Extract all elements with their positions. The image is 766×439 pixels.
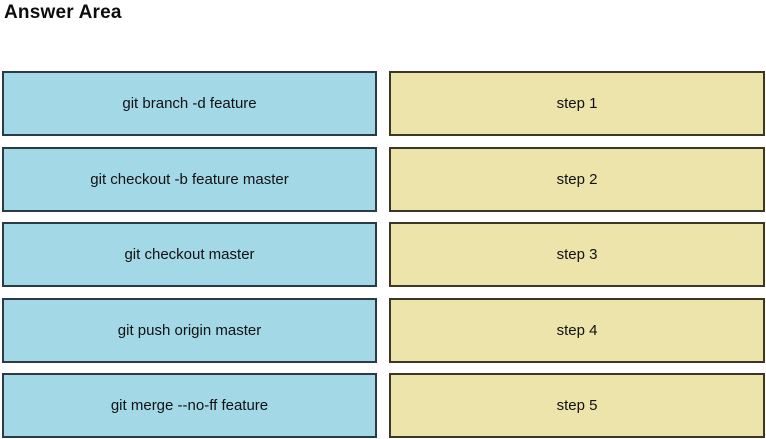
step-target-3[interactable]: step 3 — [389, 222, 765, 287]
row-5: git merge --no-ff feature step 5 — [2, 373, 765, 438]
step-target-5[interactable]: step 5 — [389, 373, 765, 438]
command-label: git branch -d feature — [122, 95, 257, 112]
command-option-git-branch-d-feature[interactable]: git branch -d feature — [2, 71, 377, 136]
command-option-git-push-origin-master[interactable]: git push origin master — [2, 297, 377, 363]
step-label: step 5 — [556, 397, 598, 414]
row-2: git checkout -b feature master step 2 — [2, 146, 765, 212]
command-option-git-merge-no-ff-feature[interactable]: git merge --no-ff feature — [2, 373, 377, 438]
command-label: git merge --no-ff feature — [110, 397, 269, 414]
row-3: git checkout master step 3 — [2, 222, 765, 287]
command-label: git push origin master — [117, 321, 262, 339]
step-label: step 1 — [556, 95, 598, 112]
drag-drop-board: git branch -d feature step 1 git checkou… — [2, 71, 765, 438]
step-label: step 2 — [556, 170, 598, 188]
step-label: step 4 — [556, 321, 598, 339]
step-target-2[interactable]: step 2 — [389, 146, 765, 212]
command-label: git checkout -b feature master — [90, 170, 289, 188]
step-target-4[interactable]: step 4 — [389, 297, 765, 363]
row-1: git branch -d feature step 1 — [2, 71, 765, 136]
page-title: Answer Area — [4, 2, 122, 23]
step-target-1[interactable]: step 1 — [389, 71, 765, 136]
command-label: git checkout master — [124, 246, 255, 263]
step-label: step 3 — [556, 246, 598, 263]
command-option-git-checkout-master[interactable]: git checkout master — [2, 222, 377, 287]
command-option-git-checkout-b-feature-master[interactable]: git checkout -b feature master — [2, 146, 377, 212]
row-4: git push origin master step 4 — [2, 297, 765, 363]
